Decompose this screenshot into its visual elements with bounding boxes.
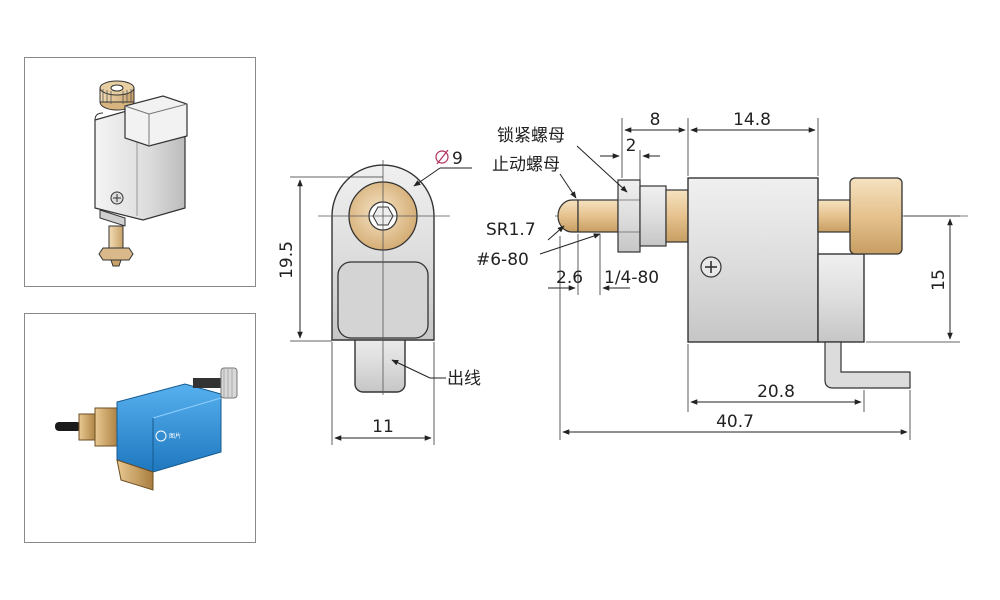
black-tip [55,422,81,431]
rear-block [817,253,865,343]
render-illustration [94,80,188,267]
photo-logo-text: 图片 [169,432,181,440]
front-view: 19.5 11 9 出线 [277,149,481,445]
silver-knob [220,367,238,399]
dim-2-label: 2 [626,136,637,156]
threaded-sleeve [665,189,689,243]
render-stem [98,209,134,267]
wire-exit-label: 出线 [447,369,481,389]
dim-8-label: 8 [650,110,661,130]
ball-tip [557,199,579,233]
lock-nut [617,179,641,253]
lock-nut-label: 锁紧螺母 [497,126,565,146]
dim-40-7-label: 40.7 [716,412,754,432]
dim-height-label: 19.5 [277,241,297,279]
thread-large-label: 1/4-80 [604,268,659,288]
render-body [94,95,188,221]
brass-base [116,459,154,491]
phillips-screw-icon [700,256,722,278]
side-view: 8 14.8 2 锁紧螺母 止动螺母 SR1.7 #6-80 [476,110,968,440]
photo-illustration: 图片 [55,367,238,491]
stop-nut-label: 止动螺母 [492,155,560,175]
dim-20-8-label: 20.8 [757,382,795,402]
dim-diameter-label: 9 [452,149,463,169]
top-rod [193,378,233,388]
knurled-knob-side [849,177,903,255]
knurled-knob [99,80,135,111]
dim-14-8-label: 14.8 [733,110,771,130]
product-photo-blue: 图片 [24,313,256,543]
dim-width-label: 11 [372,417,394,437]
thread-small-label: #6-80 [476,250,529,270]
diameter-icon [435,149,449,165]
shaft-rear [817,199,851,233]
product-render-photo [24,57,256,287]
shaft-front [577,199,619,233]
dim-15-label: 15 [929,269,949,291]
side-wire [824,341,911,389]
sr-label: SR1.7 [486,220,536,240]
stop-nut [639,185,667,247]
dim-2-6-label: 2.6 [556,268,583,288]
